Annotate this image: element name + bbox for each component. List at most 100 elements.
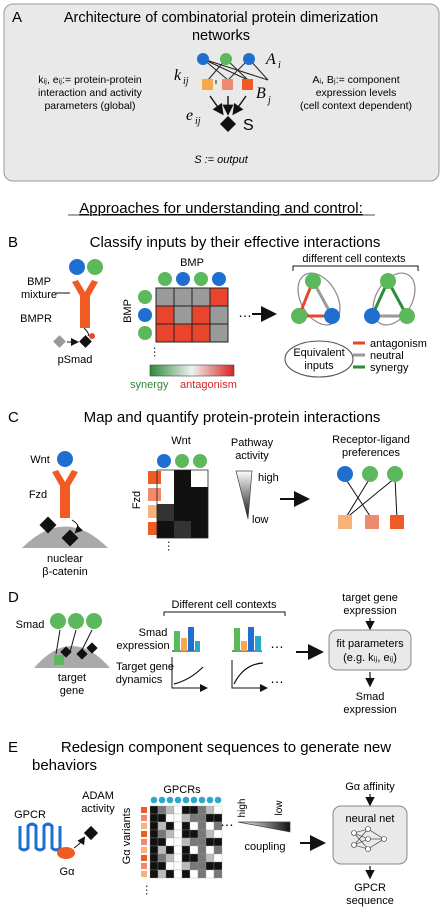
coupling-cell — [165, 845, 175, 855]
gpcr-dot — [198, 796, 206, 804]
coupling-cell — [181, 853, 191, 863]
galpha-variant-square — [141, 831, 147, 837]
node-a3 — [243, 53, 255, 65]
adam-signal-icon — [83, 825, 99, 841]
dyn-label-1: Target gene — [116, 661, 174, 673]
gpcr-dot — [214, 796, 222, 804]
galpha-variant-squares — [141, 807, 147, 877]
left-def-3: parameters (global) — [44, 100, 135, 112]
coupling-cell — [197, 821, 207, 831]
nuclear-label: nuclear — [47, 553, 83, 565]
gpcr-dot — [182, 796, 190, 804]
galpha-affinity-label: Gα affinity — [345, 781, 395, 793]
sym-s: S — [243, 117, 254, 134]
fzd-label: Fzd — [29, 489, 47, 501]
coupling-cell — [181, 837, 191, 847]
coupling-cell — [157, 829, 167, 839]
beta-catenin-label: β-catenin — [42, 566, 87, 578]
target-gene-label-2: gene — [60, 685, 84, 697]
panel-c-title: Map and quantify protein-protein interac… — [84, 409, 381, 426]
low-label-c: low — [252, 514, 269, 526]
bmp-mixture-2: mixture — [21, 289, 57, 301]
coupling-cell — [205, 821, 215, 831]
matrix-b-row-headers — [138, 290, 152, 340]
equivalent-label-2: inputs — [304, 360, 334, 372]
coupling-cell — [173, 869, 183, 879]
sym-k: k — [174, 67, 182, 84]
bar-group-2 — [232, 627, 262, 652]
panel-b-title: Classify inputs by their effective inter… — [90, 234, 381, 251]
wnt-label: Wnt — [30, 454, 50, 466]
sym-b: B — [256, 85, 266, 102]
coupling-cell — [213, 869, 223, 879]
pathway-label-2: activity — [235, 450, 269, 462]
coupling-cell — [149, 869, 159, 879]
coupling-cell — [173, 805, 183, 815]
smad-out-label-2: expression — [343, 704, 396, 716]
galpha-variant-square — [141, 855, 147, 861]
galpha-variant-square — [141, 807, 147, 813]
coupling-cell — [213, 853, 223, 863]
coupling-cell — [213, 861, 223, 871]
left-def-2: interaction and activity — [38, 87, 143, 99]
panel-a-label: A — [12, 9, 22, 26]
coupling-cell — [213, 829, 223, 839]
coupling-cell — [165, 853, 175, 863]
sym-a-sub: i — [278, 60, 281, 71]
gpcr-dot — [206, 796, 214, 804]
equivalent-inputs-ellipse — [284, 340, 354, 378]
target-expr-label-2: expression — [343, 605, 396, 617]
coupling-cell — [213, 845, 223, 855]
matrix-b-ellipsis-h: … — [238, 304, 252, 320]
gpcr-dot — [174, 796, 182, 804]
coupling-cell — [197, 845, 207, 855]
coupling-cell — [189, 837, 199, 847]
coupling-cell — [165, 869, 175, 879]
matrix-b-col-headers — [158, 272, 226, 286]
coupling-cell — [189, 845, 199, 855]
coupling-cell — [197, 829, 207, 839]
panel-e-title-2: behaviors — [32, 757, 97, 774]
neural-net-icon — [351, 826, 387, 852]
colorbar-antagonism-label: antagonism — [180, 379, 237, 391]
adam-label-2: activity — [81, 803, 115, 815]
target-expr-label-1: target gene — [342, 592, 398, 604]
panel-a-title-1: Architecture of combinatorial protein di… — [64, 10, 378, 26]
coupling-cell — [189, 813, 199, 823]
preference-network — [337, 466, 404, 529]
coupling-cell — [149, 805, 159, 815]
coupling-cell — [165, 829, 175, 839]
gpcr-icon — [18, 822, 62, 852]
coupling-cell — [149, 829, 159, 839]
legend-synergy: synergy — [370, 362, 409, 374]
coupling-cell — [165, 837, 175, 847]
bmp-ligand-2 — [87, 259, 103, 275]
coupling-cell — [165, 861, 175, 871]
node-a1 — [197, 53, 209, 65]
bmp-ligand-1 — [69, 259, 85, 275]
coupling-cell — [205, 813, 215, 823]
sym-a: A — [265, 51, 276, 68]
coupling-cell — [197, 813, 207, 823]
coupling-cell — [189, 821, 199, 831]
smad-expr-label-2: expression — [116, 640, 169, 652]
sym-b-sub: j — [266, 95, 271, 106]
right-def-3: (cell context dependent) — [300, 100, 412, 112]
psmad-icon — [79, 335, 92, 348]
sym-e: e — [186, 107, 193, 124]
node-b2 — [222, 79, 233, 90]
fit-parameters-box — [328, 629, 412, 671]
dynamics-plot-2 — [231, 660, 268, 692]
neural-net-box — [332, 805, 408, 865]
coupling-cell — [197, 805, 207, 815]
galpha-variant-square — [141, 839, 147, 845]
node-a2 — [220, 53, 232, 65]
gpcr-dot — [166, 796, 174, 804]
gpcr-dot — [150, 796, 158, 804]
coupling-label: coupling — [245, 841, 286, 853]
coupling-cell — [205, 829, 215, 839]
gpcr-dot — [158, 796, 166, 804]
output-diamond — [220, 116, 236, 132]
adam-label-1: ADAM — [82, 790, 114, 802]
coupling-cell — [173, 853, 183, 863]
